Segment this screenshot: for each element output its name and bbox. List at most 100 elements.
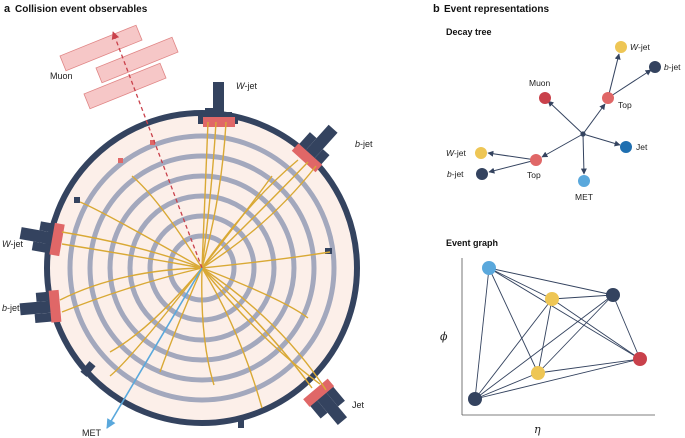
deposit-right-bjet: [291, 124, 338, 173]
edge: [474, 267, 490, 400]
deposit-small: [80, 361, 96, 377]
track: [201, 267, 321, 385]
event-graph-axes: [461, 258, 655, 416]
node-jet: [620, 141, 632, 153]
decay-tree: [487, 53, 652, 175]
event-graph-title: Event graph: [446, 238, 498, 248]
detector-layer: [107, 173, 297, 363]
muon-chamber: [95, 36, 179, 84]
edge: [474, 358, 641, 400]
detector-layer: [127, 193, 277, 343]
track: [201, 121, 217, 269]
track: [201, 251, 331, 269]
graph-node-met: [482, 261, 496, 275]
track: [201, 165, 317, 269]
panel-a-letter: a: [4, 3, 11, 15]
deposit-bottom-jet: [303, 378, 348, 425]
detector-layer: [87, 153, 317, 383]
track: [109, 267, 203, 353]
label-muon: Muon: [50, 71, 73, 81]
node-bjet-upper: [649, 61, 661, 73]
label-tree-top-upper: Top: [618, 100, 632, 110]
panel-b-letter: b: [433, 3, 440, 15]
label-tree-met: MET: [575, 192, 593, 202]
track: [131, 175, 203, 269]
edge: [582, 133, 621, 147]
label-bjet-right: b-jet: [355, 139, 373, 149]
node-bjet-lower: [476, 168, 488, 180]
track: [59, 267, 203, 301]
edge: [541, 133, 584, 158]
track: [201, 267, 313, 389]
track: [61, 267, 203, 313]
graph-node-wjet: [531, 366, 545, 380]
calorimeter-deposits: [19, 82, 348, 428]
graph-node-bjet: [468, 392, 482, 406]
edge: [547, 100, 584, 135]
muon-chamber: [83, 62, 167, 110]
panel-b-title: Event representations: [444, 4, 549, 15]
label-wjet-top: W-jet: [236, 81, 258, 91]
label-tree-top-lower: Top: [527, 170, 541, 180]
node-wjet-upper: [615, 41, 627, 53]
edge: [582, 103, 606, 135]
panel-a-title: Collision event observables: [15, 4, 148, 15]
event-graph-nodes: [468, 261, 647, 406]
detector-layer: [67, 133, 337, 403]
label-tree-jet: Jet: [636, 142, 648, 152]
edge: [488, 267, 553, 300]
particle-tracks: [59, 121, 331, 409]
node-top-upper: [602, 92, 614, 104]
deposit-small: [150, 140, 155, 145]
edge: [551, 294, 614, 300]
edge: [488, 267, 641, 360]
label-wjet-left: W-jet: [2, 239, 24, 249]
label-met: MET: [82, 428, 102, 438]
muon-chambers: [59, 24, 179, 110]
edge: [488, 159, 537, 174]
edge: [537, 294, 614, 374]
deposit-small: [74, 197, 80, 203]
deposit-small: [238, 420, 244, 428]
graph-node-bjet: [606, 288, 620, 302]
track: [201, 121, 209, 269]
deposit-top-wjet: [198, 82, 238, 127]
track: [159, 267, 203, 373]
track: [201, 267, 215, 386]
edge: [487, 150, 537, 161]
track: [201, 175, 273, 269]
node-top-lower: [530, 154, 542, 166]
deposit-small: [118, 158, 123, 163]
met-arrow: [106, 267, 203, 429]
edge: [551, 298, 641, 360]
track: [109, 267, 203, 377]
edge: [537, 358, 641, 374]
deposit-small: [325, 248, 332, 254]
root-node: [580, 131, 586, 137]
edge: [612, 294, 641, 360]
edge: [580, 133, 587, 175]
edge: [488, 267, 614, 296]
deposit-left-bjet: [19, 289, 62, 324]
muon-chamber: [59, 24, 143, 72]
edge: [537, 298, 553, 374]
track: [201, 161, 309, 269]
deposit-left-wjet: [19, 221, 65, 257]
track: [201, 267, 263, 409]
label-bjet-left: b-jet: [2, 303, 20, 313]
y-axis-label: ϕ: [440, 330, 448, 343]
label-tree-wjet-upper: W-jet: [630, 42, 650, 52]
track: [201, 159, 299, 269]
track: [201, 121, 227, 269]
label-tree-bjet-lower: b-jet: [447, 169, 464, 179]
edge: [488, 267, 539, 374]
edge: [607, 69, 652, 99]
x-axis-label: η: [534, 423, 541, 436]
decay-tree-title: Decay tree: [446, 27, 492, 37]
event-graph-edges: [474, 267, 641, 400]
node-wjet-lower: [475, 147, 487, 159]
label-jet: Jet: [352, 400, 365, 410]
decay-tree-nodes: [475, 41, 661, 187]
edge: [607, 53, 621, 99]
graph-node-muon: [633, 352, 647, 366]
